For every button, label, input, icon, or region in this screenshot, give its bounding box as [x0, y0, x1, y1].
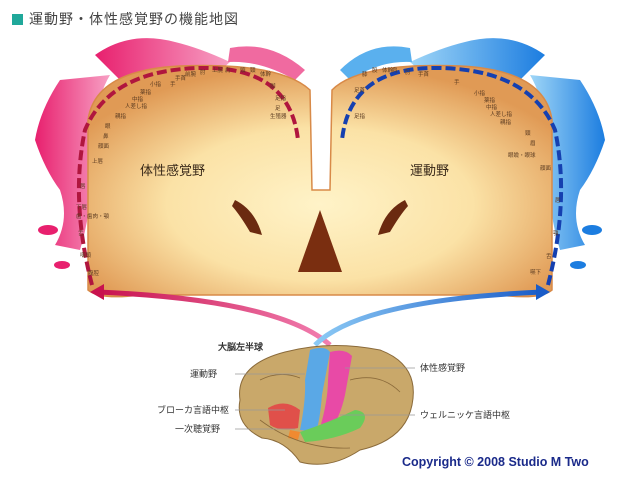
part-label: 舌: [546, 252, 552, 260]
sensory-part-labels: 生殖器 足指 足 脚 体幹 頸 頭 肩 上腕 肘 前腕 手首 手 小指 薬指 中…: [76, 66, 287, 277]
part-label: 肘: [200, 68, 206, 76]
part-label: 下唇: [76, 204, 88, 211]
part-label: 体幹: [382, 66, 394, 74]
part-label: 顔面: [98, 142, 110, 150]
sensory-cortex-region: [320, 350, 352, 430]
part-label: 小指: [150, 80, 162, 88]
part-label: 足指: [354, 112, 366, 120]
part-label: 鼻: [103, 132, 109, 140]
part-label: 中指: [132, 95, 144, 103]
part-label: 肩: [225, 66, 231, 74]
part-label: 生殖器: [270, 112, 287, 120]
broca-region: [268, 403, 300, 430]
motor-dashed-arc: [340, 65, 564, 286]
broca-callout: ブローカ言語中枢: [157, 404, 229, 416]
part-label: 眼: [105, 123, 111, 130]
part-label: 眉: [530, 140, 536, 147]
part-label: 唇: [80, 183, 86, 190]
brain-callouts: [235, 367, 415, 430]
wernicke-callout: ウェルニッケ言語中枢: [420, 409, 510, 421]
part-label: 腹腔: [88, 269, 100, 277]
lateral-brain: [238, 345, 414, 465]
part-label: 人差し指: [490, 110, 513, 118]
part-label: 薬指: [484, 96, 496, 104]
auditory-callout: 一次聴覚野: [175, 423, 220, 435]
part-label: 咽頭: [80, 252, 92, 259]
part-label: 小指: [474, 89, 486, 97]
part-label: 頭: [240, 67, 246, 74]
sensory-dashed-arc: [76, 65, 300, 286]
part-label: 股: [372, 67, 378, 74]
motor-part-labels: 足指 足首 膝 股 体幹 肩 肘 手首 手 小指 薬指 中指 人差し指 親指 頸…: [354, 66, 561, 276]
wernicke-region: [300, 410, 365, 442]
part-label: 顎: [553, 230, 559, 237]
hemisphere-label: 大脳左半球: [218, 341, 264, 353]
part-label: 歯・歯肉・顎: [76, 212, 110, 220]
part-label: 手: [454, 78, 460, 86]
sensory-arrow: [97, 289, 332, 347]
part-label: 頸: [525, 130, 531, 137]
sensory-callout: 体性感覚野: [420, 362, 465, 374]
part-label: 肩: [392, 66, 398, 74]
part-label: 足首: [354, 86, 366, 94]
page-title: 運動野・体性感覚野の機能地図: [12, 9, 239, 29]
motor-arrowhead: [536, 284, 550, 300]
part-label: 中指: [486, 103, 498, 111]
part-label: 手首: [418, 70, 430, 78]
part-label: 前腕: [185, 70, 197, 78]
part-label: 嚥下: [530, 268, 542, 276]
motor-area-label: 運動野: [410, 164, 449, 179]
part-label: 足: [275, 105, 281, 112]
part-label: 薬指: [140, 88, 152, 96]
title-text: 運動野・体性感覚野の機能地図: [29, 12, 239, 28]
motor-arrow: [313, 289, 543, 347]
coronal-brain-section: [87, 64, 553, 298]
motor-callout: 運動野: [190, 369, 217, 380]
part-label: 足指: [275, 94, 287, 102]
part-label: 頸: [250, 67, 256, 74]
motor-cortex-region: [300, 347, 330, 432]
part-label: 人差し指: [125, 102, 148, 110]
part-label: 膝: [362, 70, 368, 78]
part-label: 唇: [555, 197, 561, 204]
part-label: 眼瞼・眼球: [508, 151, 536, 159]
copyright: Copyright © 2008 Studio M Two: [402, 455, 589, 469]
part-label: 体幹: [260, 70, 272, 78]
part-label: 上唇: [92, 157, 104, 165]
part-label: 親指: [500, 118, 512, 126]
part-label: 顔面: [540, 164, 552, 172]
part-label: 肘: [405, 68, 411, 76]
part-label: 上腕: [212, 66, 224, 74]
part-label: 親指: [115, 112, 127, 120]
part-label: 手首: [175, 74, 187, 82]
sensory-arrowhead: [90, 284, 104, 300]
sensory-area-label: 体性感覚野: [140, 163, 205, 179]
part-label: 手: [170, 80, 176, 88]
part-label: 舌: [78, 229, 84, 237]
part-label: 脚: [270, 82, 276, 90]
title-marker-icon: [12, 13, 23, 25]
